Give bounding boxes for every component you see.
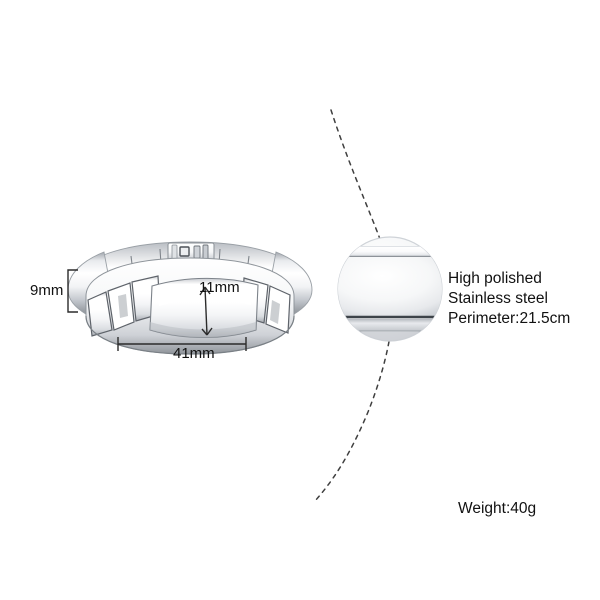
callout-9mm — [67, 269, 78, 313]
weight-label: Weight:40g — [458, 500, 537, 517]
dimension-label-width: 9mm — [30, 282, 64, 299]
spec-line-material: Stainless steel — [448, 290, 548, 307]
spec-line-perimeter: Perimeter:21.5cm — [448, 310, 571, 327]
spec-line-finish: High polished — [448, 270, 542, 287]
magnified-surface-circle — [337, 236, 443, 342]
callout-41mm — [117, 337, 247, 351]
spec-text-block: High polished Stainless steel Perimeter:… — [448, 269, 570, 329]
perimeter-dashed-arc — [314, 109, 395, 502]
callout-11mm — [199, 286, 213, 336]
dimension-label-plate-height: 11mm — [199, 279, 240, 296]
bracelet-band — [67, 241, 313, 355]
dimension-label-plate-length: 41mm — [173, 345, 215, 362]
dimension-callouts — [67, 269, 247, 351]
